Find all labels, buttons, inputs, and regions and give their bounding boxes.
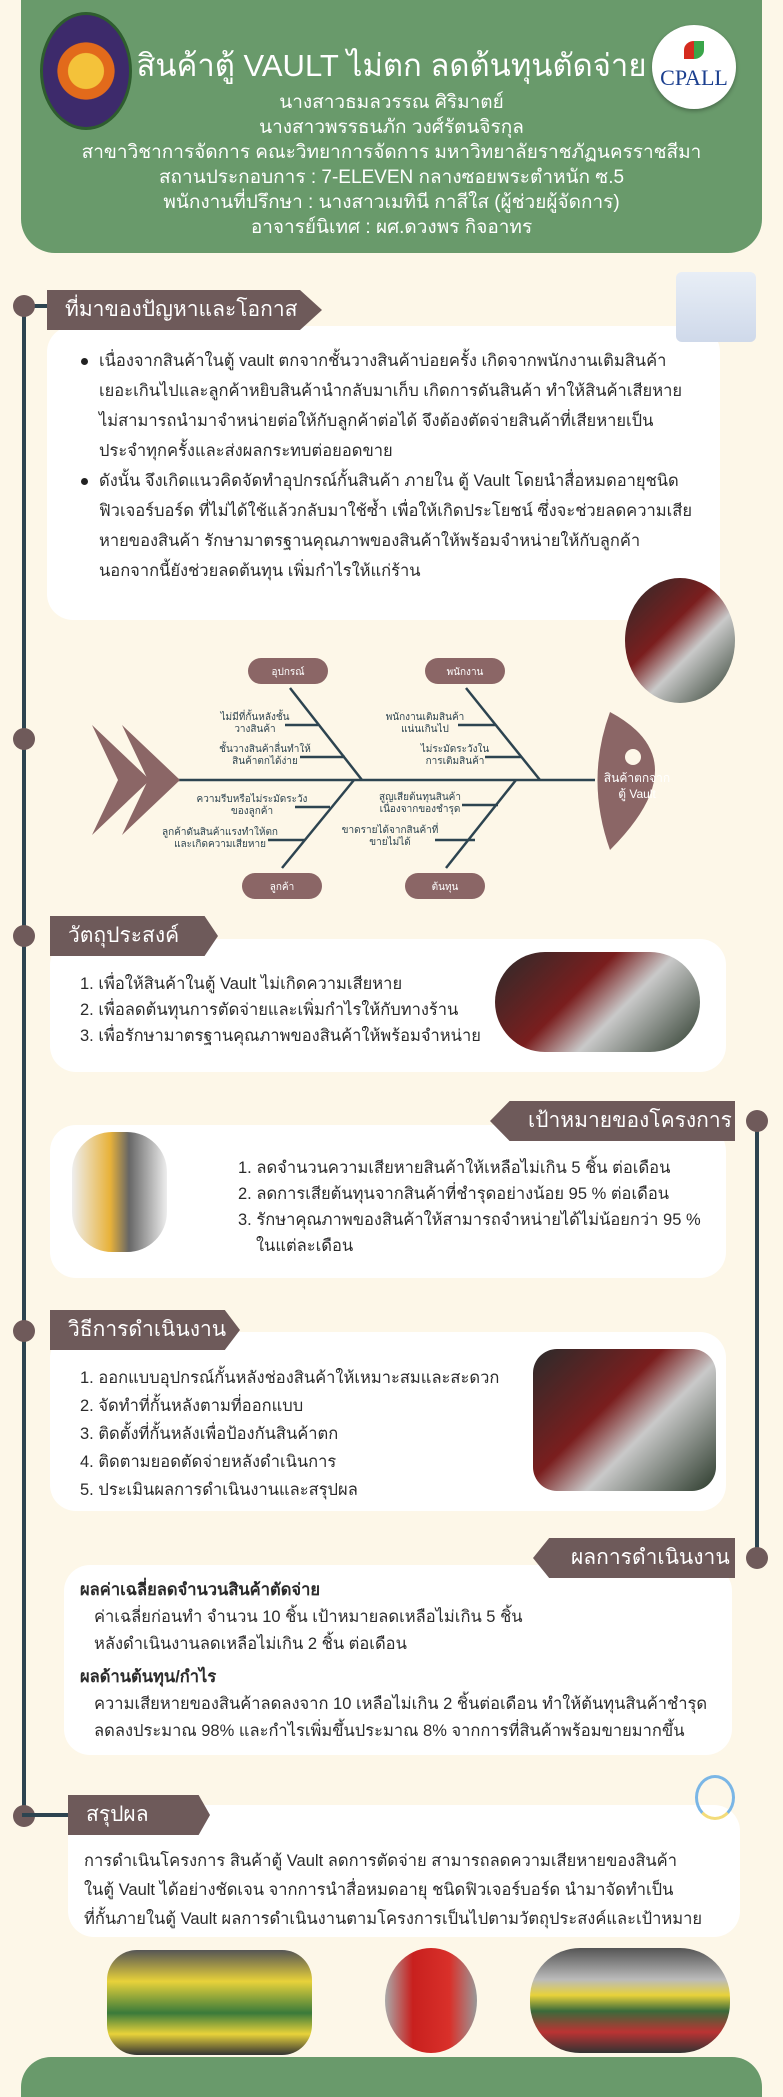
connector xyxy=(22,304,52,308)
bee-doodle-icon xyxy=(695,1775,735,1820)
timeline-dot xyxy=(13,295,35,317)
category-box xyxy=(248,658,328,684)
category-box xyxy=(405,873,485,899)
header-banner: สินค้าตู้ VAULT ไม่ตก ลดต้นทุนตัดจ่าย นา… xyxy=(21,0,762,253)
svg-text:ขายไม่ได้: ขายไม่ได้ xyxy=(369,836,410,848)
page-title: สินค้าตู้ VAULT ไม่ตก ลดต้นทุนตัดจ่าย xyxy=(136,48,647,83)
goal-item: 1. ลดจำนวนความเสียหายสินค้าให้เหลือไม่เก… xyxy=(238,1159,671,1177)
results-text: หลังดำเนินงานลดเหลือไม่เกิน 2 ชิ้น ต่อเด… xyxy=(94,1635,407,1653)
coke-photo xyxy=(385,1948,477,2053)
background-card: เนื่องจากสินค้าในตู้ vault ตกจากชั้นวางส… xyxy=(47,326,720,620)
svg-text:ของลูกค้า: ของลูกค้า xyxy=(231,805,273,817)
shelf-photo xyxy=(530,1948,730,2053)
can-photo xyxy=(72,1132,167,1252)
goal-item: 2. ลดการเสียต้นทุนจากสินค้าที่ชำรุดอย่าง… xyxy=(238,1185,670,1203)
method-item: 3. ติดตั้งที่กั้นหลังเพื่อป้องกันสินค้าต… xyxy=(80,1425,339,1443)
author-1: นางสาวธมลวรรณ ศิริมาตย์ xyxy=(279,92,504,113)
category-staff: พนักงาน xyxy=(447,667,484,678)
svg-text:และเกิดความเสียหาย: และเกิดความเสียหาย xyxy=(174,838,266,850)
fish-head xyxy=(597,712,655,850)
method-item: 2. จัดทำที่กั้นหลังตามที่ออกแบบ xyxy=(80,1397,304,1415)
category-box xyxy=(425,658,505,684)
timeline-line-left xyxy=(22,306,26,1826)
svg-text:วางสินค้า: วางสินค้า xyxy=(234,723,275,735)
cause: พนักงานเติมสินค้า xyxy=(386,711,465,723)
timeline-dot xyxy=(13,728,35,750)
university-logo xyxy=(40,12,132,130)
objective-item: 2. เพื่อลดต้นทุนการตัดจ่ายและเพิ่มกำไรให… xyxy=(80,1001,459,1019)
results-text: ความเสียหายของสินค้าลดลงจาก 10 เหลือไม่เ… xyxy=(94,1695,708,1713)
objective-item: 1. เพื่อให้สินค้าในตู้ Vault ไม่เกิดความ… xyxy=(80,975,403,993)
goal-item: 3. รักษาคุณภาพของสินค้าให้สามารถจำหน่ายไ… xyxy=(238,1211,701,1229)
svg-text:ตู้ Vault: ตู้ Vault xyxy=(618,787,656,802)
author-2: นางสาวพรรธนภัก วงศ์รัตนจิรกุล xyxy=(259,117,524,138)
results-card: ผลค่าเฉลี่ยลดจำนวนสินค้าตัดจ่าย ค่าเฉลี่… xyxy=(64,1565,732,1755)
bullet: ดังนั้น จึงเกิดแนวคิดจัดทำอุปกรณ์กั้นสิน… xyxy=(77,466,696,586)
bullet: เนื่องจากสินค้าในตู้ vault ตกจากชั้นวางส… xyxy=(77,346,696,466)
category-box xyxy=(242,873,322,899)
fish-head-label: สินค้าตกจาก xyxy=(604,771,670,785)
cause: สูญเสียต้นทุนสินค้า xyxy=(379,791,461,803)
fish-tail xyxy=(92,725,150,835)
vault-photo xyxy=(495,952,700,1052)
results-heading-2: ผลด้านต้นทุน/กำไร xyxy=(80,1668,217,1686)
timeline-dot xyxy=(13,1320,35,1342)
fishbone-diagram: สินค้าตกจาก ตู้ Vault อุปกรณ์ พนักงาน ลู… xyxy=(92,658,670,899)
section-title-objectives: วัตถุประสงค์ xyxy=(50,916,218,956)
workplace: สถานประกอบการ : 7-ELEVEN กลางซอยพระตำหนั… xyxy=(158,167,625,188)
timeline-dot xyxy=(13,925,35,947)
svg-text:แน่นเกินไป: แน่นเกินไป xyxy=(401,723,449,735)
summary-text: การดำเนินโครงการ สินค้าตู้ Vault ลดการตั… xyxy=(84,1852,677,1870)
section-title-goals: เป้าหมายของโครงการ xyxy=(490,1101,735,1141)
connector xyxy=(22,1813,72,1817)
shelf-photo xyxy=(625,578,735,703)
method-item: 4. ติดตามยอดตัดจ่ายหลังดำเนินการ xyxy=(80,1453,337,1471)
section-title-summary: สรุปผล xyxy=(68,1795,210,1835)
results-text: ลดลงประมาณ 98% และกำไรเพิ่มขึ้นประมาณ 8%… xyxy=(94,1722,685,1740)
advisor-staff: พนักงานที่ปรึกษา : นางสาวเมทินี กาสีใส (… xyxy=(163,192,620,213)
goal-item-cont: ในแต่ละเดือน xyxy=(256,1237,354,1255)
method-item: 5. ประเมินผลการดำเนินงานและสรุปผล xyxy=(80,1481,358,1499)
shelf-photo xyxy=(533,1349,716,1491)
category-equipment: อุปกรณ์ xyxy=(271,666,304,678)
category-cost: ต้นทุน xyxy=(432,881,459,893)
summary-text: ที่กั้นภายในตู้ Vault ผลการดำเนินงานตามโ… xyxy=(84,1910,703,1928)
svg-text:เนื่องจากของชำรุด: เนื่องจากของชำรุด xyxy=(380,801,461,815)
summary-card: การดำเนินโครงการ สินค้าตู้ Vault ลดการตั… xyxy=(68,1805,740,1937)
svg-text:สินค้าตกได้ง่าย: สินค้าตกได้ง่าย xyxy=(232,755,298,767)
results-heading-1: ผลค่าเฉลี่ยลดจำนวนสินค้าตัดจ่าย xyxy=(80,1581,321,1599)
cause: ไม่ระมัดระวังใน xyxy=(420,743,490,755)
shelf-photo xyxy=(107,1950,312,2055)
section-title-methods: วิธีการดำเนินงาน xyxy=(50,1310,240,1350)
timeline-line-right xyxy=(755,1120,759,1560)
cpall-logo: CPALL xyxy=(652,25,736,109)
cause: ไม่มีที่กั้นหลังชั้น xyxy=(220,709,290,723)
section-title-background: ที่มาของปัญหาและโอกาส xyxy=(47,290,322,330)
category-customer: ลูกค้า xyxy=(270,881,295,893)
footer-bar xyxy=(21,2057,762,2097)
timeline-dot xyxy=(746,1547,768,1569)
cause: ลูกค้าดันสินค้าแรงทำให้ตก xyxy=(162,826,278,838)
section-title-results: ผลการดำเนินงาน xyxy=(533,1538,735,1578)
team-illustration xyxy=(676,272,756,342)
objective-item: 3. เพื่อรักษามาตรฐานคุณภาพของสินค้าให้พร… xyxy=(80,1027,481,1045)
summary-text: ในตู้ Vault ได้อย่างชัดเจน จากการนำสื่อห… xyxy=(84,1881,674,1899)
timeline-dot xyxy=(746,1110,768,1132)
goals-card: 1. ลดจำนวนความเสียหายสินค้าให้เหลือไม่เก… xyxy=(50,1125,726,1278)
cause: ขาดรายได้จากสินค้าที่ xyxy=(342,822,439,836)
method-item: 1. ออกแบบอุปกรณ์กั้นหลังช่องสินค้าให้เหม… xyxy=(80,1369,500,1387)
supervisor: อาจารย์นิเทศ : ผศ.ดวงพร กิจอาทร xyxy=(250,217,533,238)
results-text: ค่าเฉลี่ยก่อนทำ จำนวน 10 ชิ้น เป้าหมายลด… xyxy=(94,1608,523,1626)
department: สาขาวิชาการจัดการ คณะวิทยาการจัดการ มหาว… xyxy=(81,142,702,163)
svg-text:การเติมสินค้า: การเติมสินค้า xyxy=(426,755,485,767)
cause: ชั้นวางสินค้าลื่นทำให้ xyxy=(219,741,311,755)
cause: ความรีบหรือไม่ระมัดระวัง xyxy=(197,793,308,805)
